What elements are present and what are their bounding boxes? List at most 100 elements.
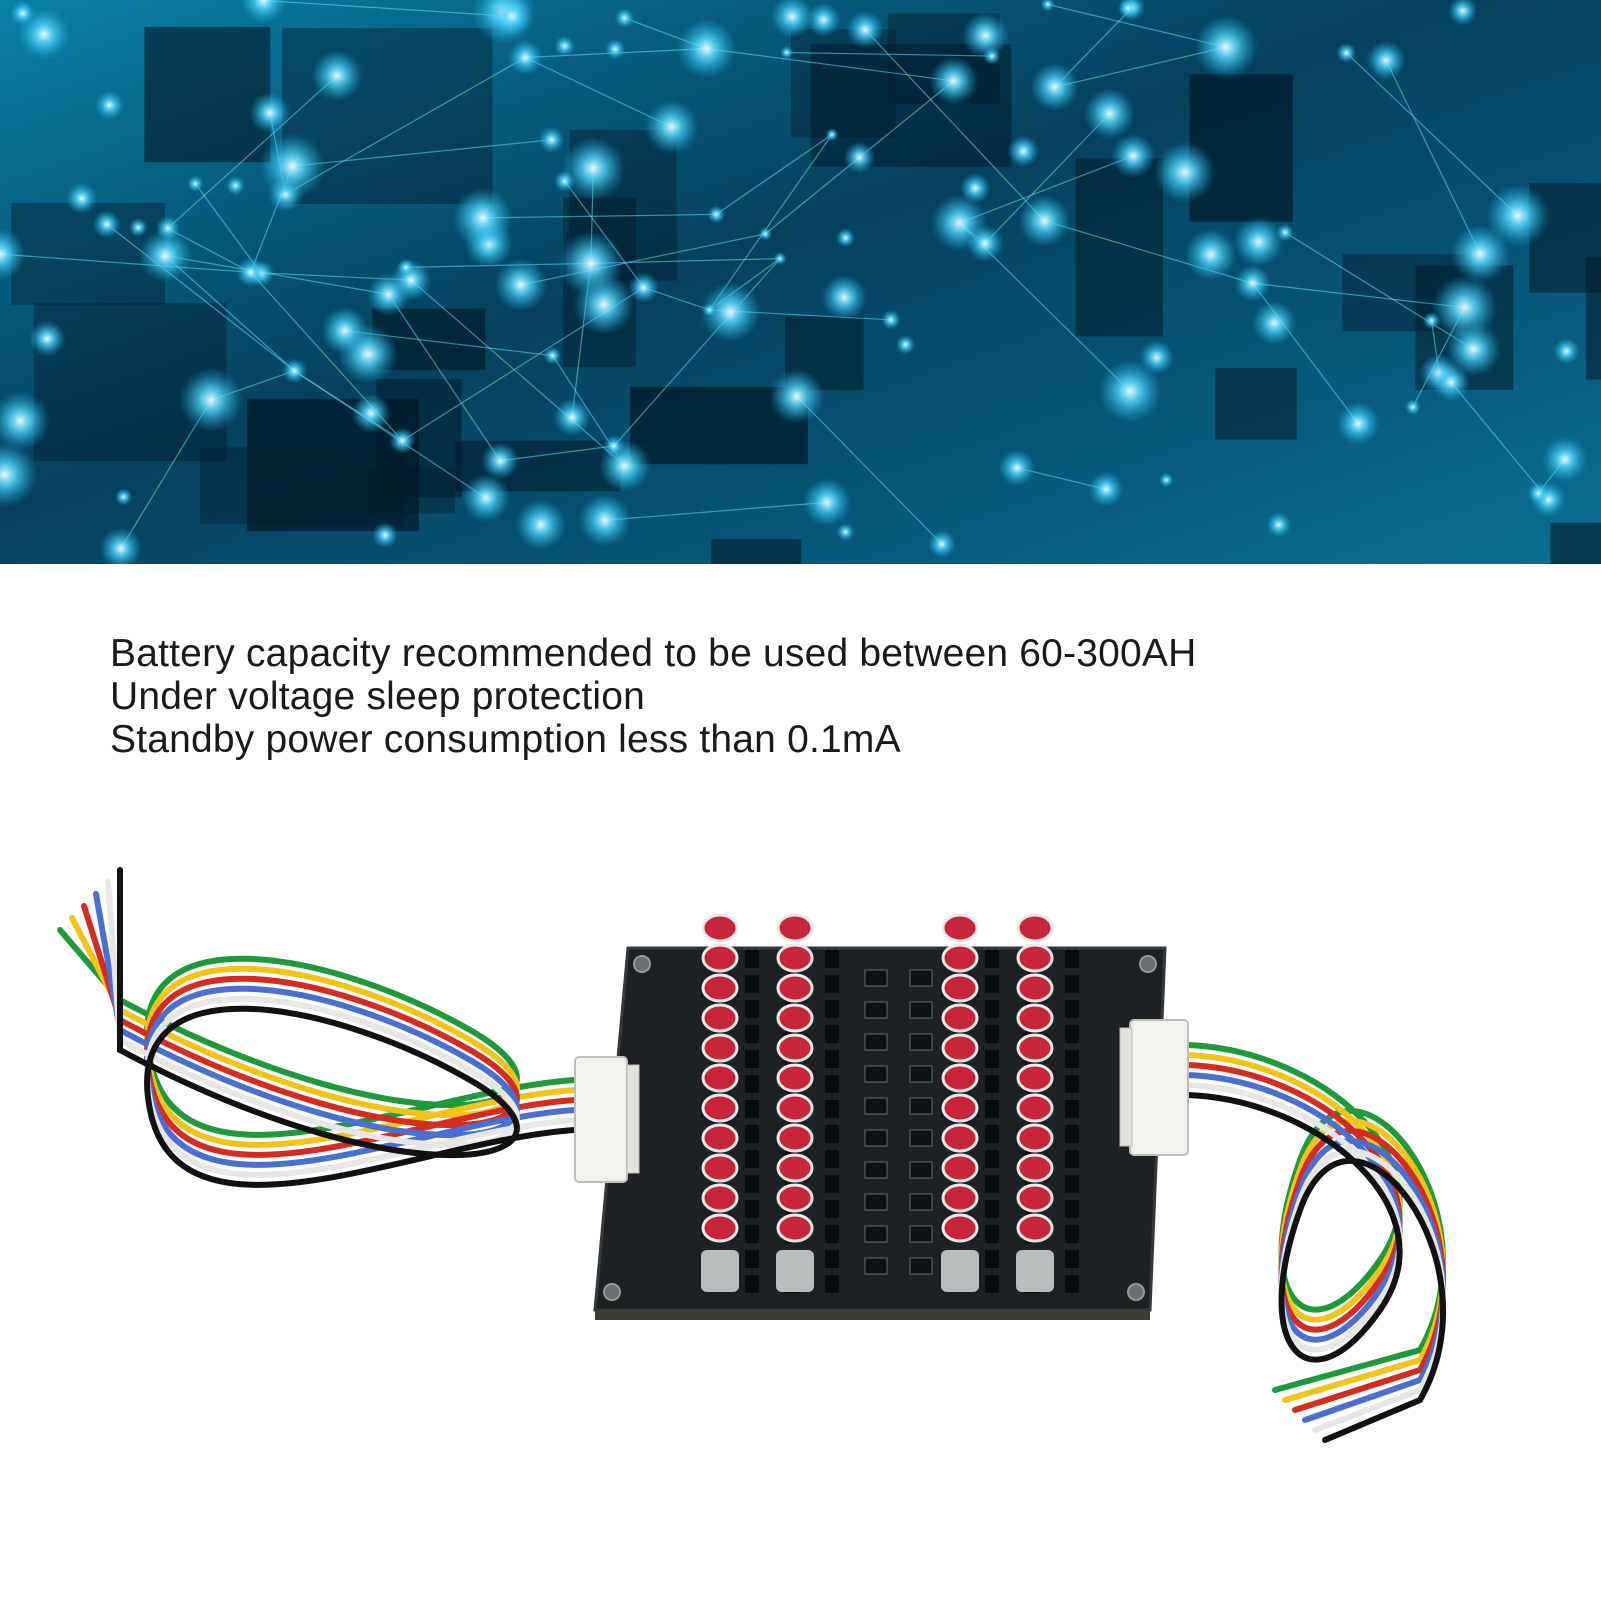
capacitor bbox=[1016, 1153, 1054, 1183]
capacitor bbox=[776, 1153, 814, 1183]
smd-component bbox=[985, 1075, 999, 1093]
ic-chip bbox=[864, 1225, 888, 1243]
ic-chip bbox=[909, 1097, 933, 1115]
smd-component bbox=[1065, 1050, 1079, 1068]
network-node bbox=[1336, 401, 1380, 446]
network-node bbox=[225, 176, 246, 196]
ic-chip bbox=[864, 1065, 888, 1083]
capacitor-body bbox=[941, 1250, 979, 1292]
network-node bbox=[507, 40, 543, 75]
capacitor-body bbox=[776, 1250, 814, 1292]
smd-component bbox=[985, 1150, 999, 1168]
network-link bbox=[410, 279, 626, 467]
network-grid-graphic bbox=[0, 0, 1601, 564]
network-node bbox=[707, 205, 726, 224]
smd-component bbox=[985, 1000, 999, 1018]
capacitor bbox=[701, 1213, 739, 1243]
network-node bbox=[553, 398, 591, 437]
network-node bbox=[1266, 512, 1292, 538]
ic-chip bbox=[909, 1065, 933, 1083]
capacitor bbox=[941, 1153, 979, 1183]
shadow-block bbox=[367, 468, 455, 514]
shadow-block bbox=[1585, 257, 1601, 380]
network-link bbox=[959, 155, 1134, 224]
smd-component bbox=[1065, 1225, 1079, 1243]
ic-chip bbox=[864, 1129, 888, 1147]
shadow-block bbox=[1075, 158, 1163, 337]
network-node bbox=[1404, 399, 1421, 416]
capacitor bbox=[941, 1213, 979, 1243]
wire bbox=[105, 879, 578, 1178]
network-node bbox=[320, 306, 369, 355]
smd-component bbox=[985, 1275, 999, 1293]
right-wire-harness bbox=[1185, 1042, 1447, 1443]
network-node bbox=[1233, 216, 1284, 267]
capacitor bbox=[701, 913, 739, 943]
smd-component bbox=[825, 975, 839, 993]
capacitor-columns bbox=[701, 913, 1054, 1292]
ic-chip bbox=[909, 1257, 933, 1275]
network-link bbox=[167, 75, 338, 229]
smd-component bbox=[745, 1225, 759, 1243]
network-node bbox=[1422, 311, 1441, 330]
network-node bbox=[494, 258, 548, 312]
network-node bbox=[1040, 0, 1055, 12]
network-node bbox=[179, 367, 244, 432]
network-link bbox=[864, 29, 1045, 222]
network-node bbox=[94, 90, 125, 120]
ic-chip bbox=[864, 1033, 888, 1051]
capacitor bbox=[776, 1003, 814, 1033]
ic-chip bbox=[909, 1161, 933, 1179]
ic-chip bbox=[864, 1001, 888, 1019]
capacitor-body bbox=[701, 1250, 739, 1292]
network-link bbox=[164, 255, 295, 372]
smd-component bbox=[1065, 1025, 1079, 1043]
network-link bbox=[294, 370, 487, 499]
network-node bbox=[676, 18, 737, 79]
left-wire-harness bbox=[57, 867, 578, 1188]
ic-chip bbox=[864, 969, 888, 987]
network-node bbox=[187, 175, 204, 192]
network-node bbox=[846, 10, 884, 49]
network-node bbox=[1083, 87, 1136, 140]
network-node bbox=[821, 274, 867, 321]
network-link bbox=[613, 258, 781, 447]
capacitor bbox=[1016, 1093, 1054, 1123]
network-node bbox=[1193, 15, 1259, 80]
capacitor bbox=[941, 1033, 979, 1063]
network-node bbox=[880, 309, 901, 330]
network-link bbox=[604, 501, 828, 521]
capacitor bbox=[701, 1063, 739, 1093]
network-node bbox=[1098, 359, 1162, 423]
network-node bbox=[461, 473, 511, 523]
capacitor bbox=[776, 1093, 814, 1123]
network-node bbox=[1030, 62, 1080, 112]
network-node bbox=[0, 441, 38, 508]
network-node bbox=[604, 38, 626, 60]
capacitor bbox=[701, 1033, 739, 1063]
network-link bbox=[796, 395, 943, 545]
network-node bbox=[396, 258, 415, 277]
network-node bbox=[558, 230, 624, 297]
feature-item: Standby power consumption less than 0.1m… bbox=[110, 718, 901, 761]
network-node bbox=[1252, 300, 1297, 346]
network-node bbox=[128, 218, 148, 237]
smd-component bbox=[745, 975, 759, 993]
network-link bbox=[786, 51, 992, 57]
network-node bbox=[1158, 472, 1174, 488]
smd-component bbox=[825, 1050, 839, 1068]
smd-component bbox=[1065, 1175, 1079, 1193]
shadow-block bbox=[1550, 522, 1601, 564]
smd-component bbox=[985, 1200, 999, 1218]
smd-component bbox=[1065, 1150, 1079, 1168]
network-node bbox=[389, 427, 416, 455]
network-node bbox=[561, 136, 626, 201]
smd-component bbox=[825, 1025, 839, 1043]
network-node bbox=[770, 0, 814, 39]
network-node bbox=[1017, 194, 1071, 248]
network-link bbox=[1450, 381, 1549, 501]
capacitor bbox=[776, 943, 814, 973]
product-photo bbox=[0, 830, 1601, 1601]
shadow-block bbox=[1214, 368, 1297, 440]
ic-chip bbox=[864, 1257, 888, 1275]
